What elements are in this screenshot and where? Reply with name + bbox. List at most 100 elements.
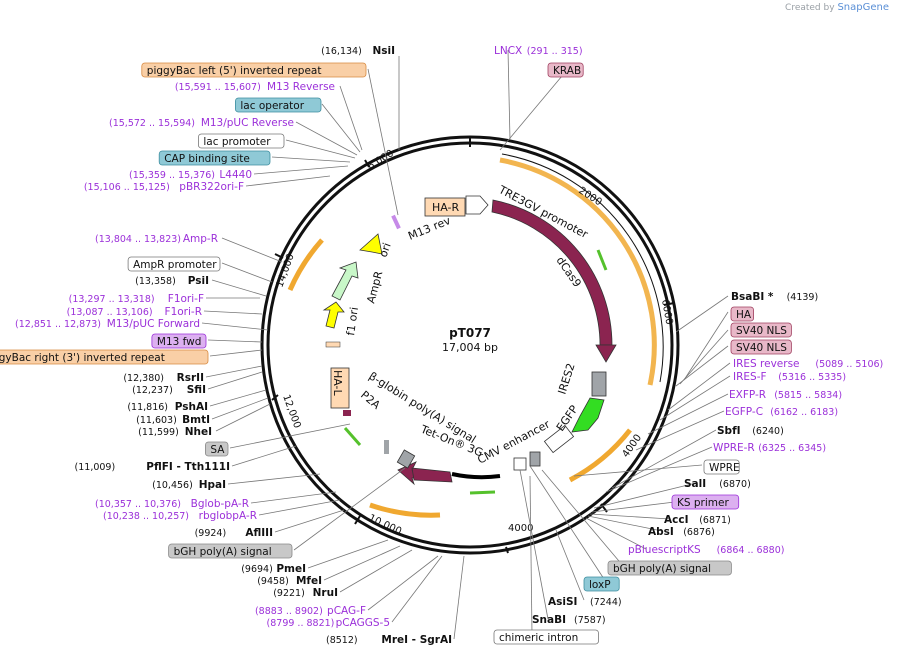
leader-l4440	[253, 165, 349, 175]
label-pos: (7244)	[590, 597, 622, 608]
label-ires2: IRES2	[555, 362, 577, 396]
label-pos: (9924)	[195, 528, 227, 539]
label-name: rbglobpA-R	[199, 510, 257, 522]
label-pos: (9458)	[257, 576, 289, 587]
leader-ampr-promoter	[221, 262, 273, 283]
left-label-1: piggyBac left (5') inverted repeat	[141, 62, 367, 78]
leader-lac-operator	[321, 103, 361, 153]
leader-ha	[683, 311, 729, 381]
left-label-5: lac promoter	[197, 133, 285, 149]
right-label-21: SnaBI(7587)	[532, 614, 606, 626]
leader-m13-reverse	[339, 85, 363, 151]
left-label-32: pCAG-F(8883 .. 8902)	[255, 605, 366, 617]
cmv-enhancer-box	[543, 424, 575, 454]
tick-4000	[663, 302, 675, 306]
orf-small-2	[343, 427, 362, 446]
label-name: M13/pUC Reverse	[201, 117, 294, 129]
right-label-4: SV40 NLS	[730, 322, 792, 338]
leader-loxp	[529, 465, 607, 583]
label-text: piggyBac right (3') inverted repeat	[0, 352, 165, 364]
label-pos: (13,358)	[135, 276, 176, 287]
left-label-7: L4440(15,359 .. 15,376)	[129, 169, 252, 181]
leader-mrei	[453, 555, 465, 640]
right-label-14: KS primer	[671, 494, 740, 510]
label-p2a: P2A	[358, 388, 383, 412]
label-box	[151, 333, 207, 349]
left-label-27: AflIII (9924)	[195, 527, 273, 539]
ires2-block	[591, 371, 607, 397]
label-text: SV40 NLS	[736, 342, 787, 354]
label-name: EGFP-C	[725, 406, 763, 418]
left-label-31: NruI(9221)	[273, 587, 338, 599]
label-ha-r: HA-R	[432, 201, 460, 214]
cmv-promoter-box	[513, 457, 527, 471]
right-label-10: SbfI(6240)	[717, 425, 784, 437]
label-text: HA	[736, 309, 752, 321]
label-name: M13/pUC Forward	[107, 318, 200, 330]
label-text: SA	[210, 444, 225, 456]
left-label-11: PsiI (13,358)	[135, 275, 209, 287]
leader-piggybac-right	[209, 349, 263, 357]
leader-bmti	[211, 397, 269, 420]
leader-pflfi	[231, 445, 297, 467]
leader-f1ori-r	[203, 310, 263, 315]
label-name: F1ori-R	[165, 306, 202, 318]
leader-ires-f	[659, 375, 731, 421]
label-pos: (7587)	[574, 615, 606, 626]
leader-lac-promoter	[285, 139, 356, 159]
label-name: F1ori-F	[168, 293, 204, 305]
label-pos: (15,359 .. 15,376)	[129, 170, 215, 181]
leader-pmei	[307, 539, 389, 569]
label-pos: (13,297 .. 13,318)	[69, 294, 155, 305]
ha-r-box	[424, 197, 466, 217]
leader-sv40-1	[679, 329, 729, 385]
leader-bglob	[250, 491, 337, 504]
label-name: pCAGGS-5	[336, 617, 390, 629]
tick-16000	[364, 159, 370, 168]
left-label-28: bGH poly(A) signal	[168, 543, 293, 559]
leader-exfp	[647, 393, 729, 435]
tre3gv-promoter-arrow	[465, 195, 489, 215]
right-label-6: IRES reverse(5089 .. 5106)	[733, 358, 883, 370]
leader-pcag	[367, 555, 439, 611]
label-pos: (15,106 .. 15,125)	[84, 182, 170, 193]
orf-arc-lower	[568, 428, 632, 483]
leader-krab	[499, 75, 563, 151]
leader-nhei	[215, 403, 271, 432]
leader-nrui	[339, 549, 413, 593]
leader-afliii	[274, 509, 345, 533]
label-text: CAP binding site	[164, 153, 250, 165]
leader-sa	[229, 423, 351, 449]
dcas9-arrow-head	[595, 344, 617, 363]
label-pos: (5316 .. 5335)	[778, 372, 846, 383]
label-name: MfeI	[296, 575, 322, 587]
label-box	[703, 459, 740, 475]
label-name: PmeI	[276, 563, 306, 575]
label-pos: (10,238 .. 10,257)	[103, 511, 189, 522]
label-name: Amp-R	[183, 233, 218, 245]
leader-hpai	[227, 473, 321, 485]
leader-snabi	[519, 469, 549, 620]
label-text: loxP	[589, 579, 611, 591]
left-label-29: PmeI(9694)	[241, 563, 306, 575]
label-pos: (11,816)	[127, 402, 168, 413]
label-name: AflIII	[245, 527, 273, 539]
leader-pbr322	[245, 175, 331, 187]
orf-small-1	[596, 249, 608, 271]
label-name: AccI	[664, 514, 688, 526]
left-label-0: NsiI(16,134)	[321, 45, 395, 57]
right-label-16: AbsI(6876)	[648, 526, 715, 538]
label-box	[671, 494, 740, 510]
label-box	[0, 349, 209, 365]
label-m13rev: M13 rev	[406, 214, 453, 243]
label-ha-l: HA-L	[331, 370, 344, 397]
left-label-17: RsrII(12,380)	[123, 372, 204, 384]
left-label-8: pBR322ori-F(15,106 .. 15,125)	[84, 181, 244, 193]
leader-wpre	[573, 464, 703, 477]
label-name: PsiI	[188, 275, 209, 287]
left-label-15: M13 fwd	[151, 333, 207, 349]
label-name: BsaBI *	[731, 291, 774, 303]
label-text: WPRE	[709, 462, 740, 474]
leader-m13fwd	[207, 339, 263, 343]
leader-sali	[593, 482, 697, 509]
